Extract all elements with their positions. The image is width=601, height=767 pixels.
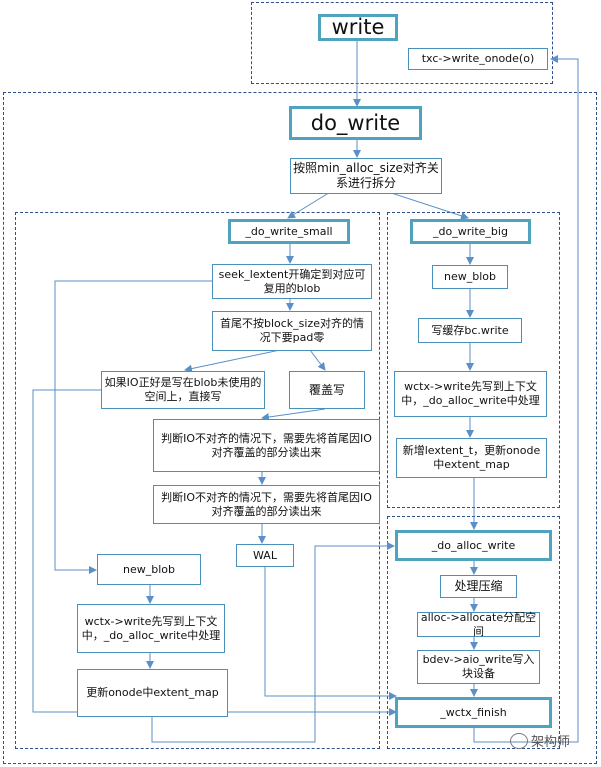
write-cache-node: 写缓存bc.write (418, 318, 522, 343)
watermark-text: 架构师 (531, 735, 571, 750)
new-lextent-node: 新增lextent_t，更新onode中extent_map (396, 438, 547, 478)
pad-zero-node: 首尾不按block_size对齐的情况下要pad零 (212, 311, 372, 351)
watermark: 架构师 (510, 731, 570, 750)
new-blob-small-node: new_blob (97, 554, 201, 585)
new-blob-big-node: new_blob (432, 265, 508, 289)
compress-node: 处理压缩 (440, 575, 517, 598)
do-write-small-node: _do_write_small (228, 219, 350, 244)
align-split-node: 按照min_alloc_size对齐关系进行拆分 (290, 158, 442, 194)
seek-lextent-node: seek_lextent开确定到对应可复用的blob (212, 264, 372, 299)
wal-node: WAL (236, 544, 294, 567)
do-write-node: do_write (289, 106, 422, 140)
txc-write-onode-node: txc->write_onode(o) (408, 48, 548, 70)
read-unaligned-node-1: 判断IO不对齐的情况下，需要先将首尾因IO对齐覆盖的部分读出来 (153, 419, 380, 472)
wctx-write-big-node: wctx->write先写到上下文中，_do_alloc_write中处理 (394, 371, 547, 417)
do-alloc-write-node: _do_alloc_write (395, 530, 552, 561)
direct-write-node: 如果IO正好是写在blob未使用的空间上，直接写 (101, 371, 265, 409)
do-write-group (3, 92, 597, 764)
wechat-icon (510, 732, 528, 749)
aio-write-node: bdev->aio_write写入块设备 (417, 650, 540, 684)
overwrite-node: 覆盖写 (289, 371, 365, 409)
do-write-big-node: _do_write_big (410, 219, 531, 244)
alloc-space-node: alloc->allocate分配空间 (417, 611, 540, 638)
write-group (251, 2, 553, 84)
update-extent-map-node: 更新onode中extent_map (77, 669, 228, 717)
wctx-write-small-node: wctx->write先写到上下文中，_do_alloc_write中处理 (77, 604, 225, 653)
wctx-finish-node: _wctx_finish (395, 697, 552, 728)
write-node: write (318, 14, 398, 41)
read-unaligned-node-2: 判断IO不对齐的情况下，需要先将首尾因IO对齐覆盖的部分读出来 (153, 485, 380, 524)
